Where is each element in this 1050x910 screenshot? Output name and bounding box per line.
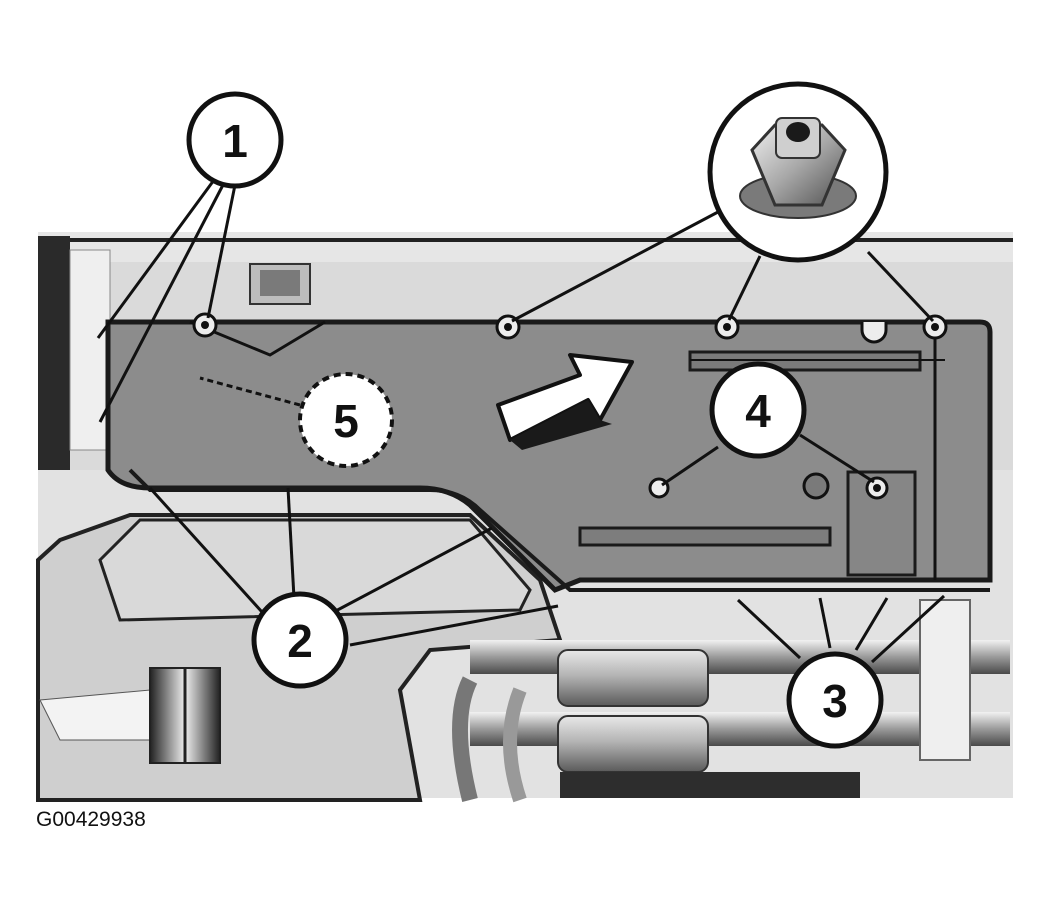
figure-id: G00429938 <box>36 808 146 831</box>
callout-1-label: 1 <box>222 115 248 167</box>
callout-5-label: 5 <box>333 395 359 447</box>
callout-2: 2 <box>251 591 349 689</box>
flange-nut-icon <box>707 81 889 263</box>
arrow-icon <box>496 353 634 450</box>
shield-fasteners <box>192 312 948 500</box>
callout-1: 1 <box>186 91 284 189</box>
callout-3: 3 <box>786 651 884 749</box>
callout-4: 4 <box>709 361 807 459</box>
leader-lines <box>96 179 946 664</box>
callout-3-label: 3 <box>822 675 848 727</box>
callout-4-label: 4 <box>745 385 771 437</box>
callout-2-label: 2 <box>287 615 313 667</box>
exhaust-system <box>452 599 1010 803</box>
callout-5: 5 <box>298 372 394 468</box>
